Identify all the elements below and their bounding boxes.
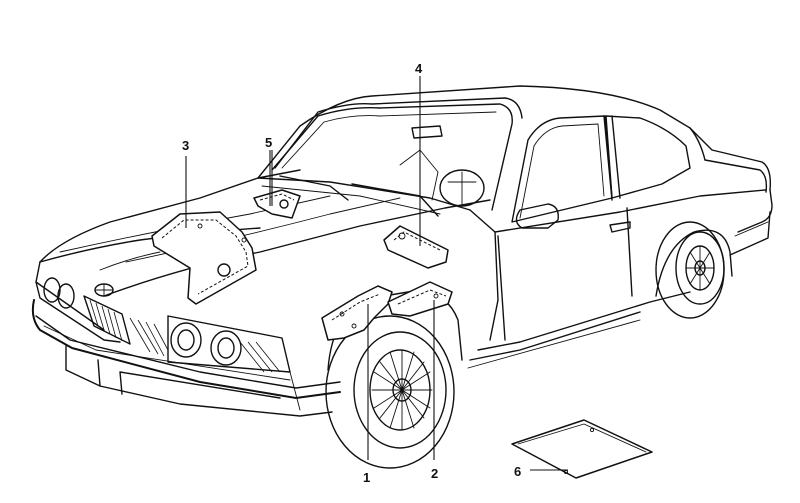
part-1-wheelarch-insulation bbox=[321, 285, 393, 341]
part-4-side-pad bbox=[383, 225, 449, 269]
grille-bars bbox=[89, 299, 281, 373]
part-3-hood-insulation bbox=[151, 211, 257, 305]
callout-4: 4 bbox=[415, 61, 423, 76]
rear-wheel bbox=[655, 221, 725, 319]
callout-6: 6 bbox=[514, 464, 521, 479]
front-wheel bbox=[325, 315, 455, 469]
part-2-fender-pad bbox=[387, 281, 453, 317]
car-body bbox=[31, 85, 773, 417]
callout-2: 2 bbox=[431, 466, 438, 481]
front-wheel-spokes bbox=[371, 349, 433, 431]
callout-3: 3 bbox=[182, 138, 189, 153]
callouts: 3 5 4 1 2 6 bbox=[182, 61, 568, 485]
part-5-cowl-pad bbox=[253, 189, 301, 219]
rear-wheel-spokes bbox=[685, 245, 715, 291]
callout-1: 1 bbox=[363, 470, 370, 485]
part-6-sheet bbox=[511, 419, 653, 479]
callout-5: 5 bbox=[265, 135, 272, 150]
